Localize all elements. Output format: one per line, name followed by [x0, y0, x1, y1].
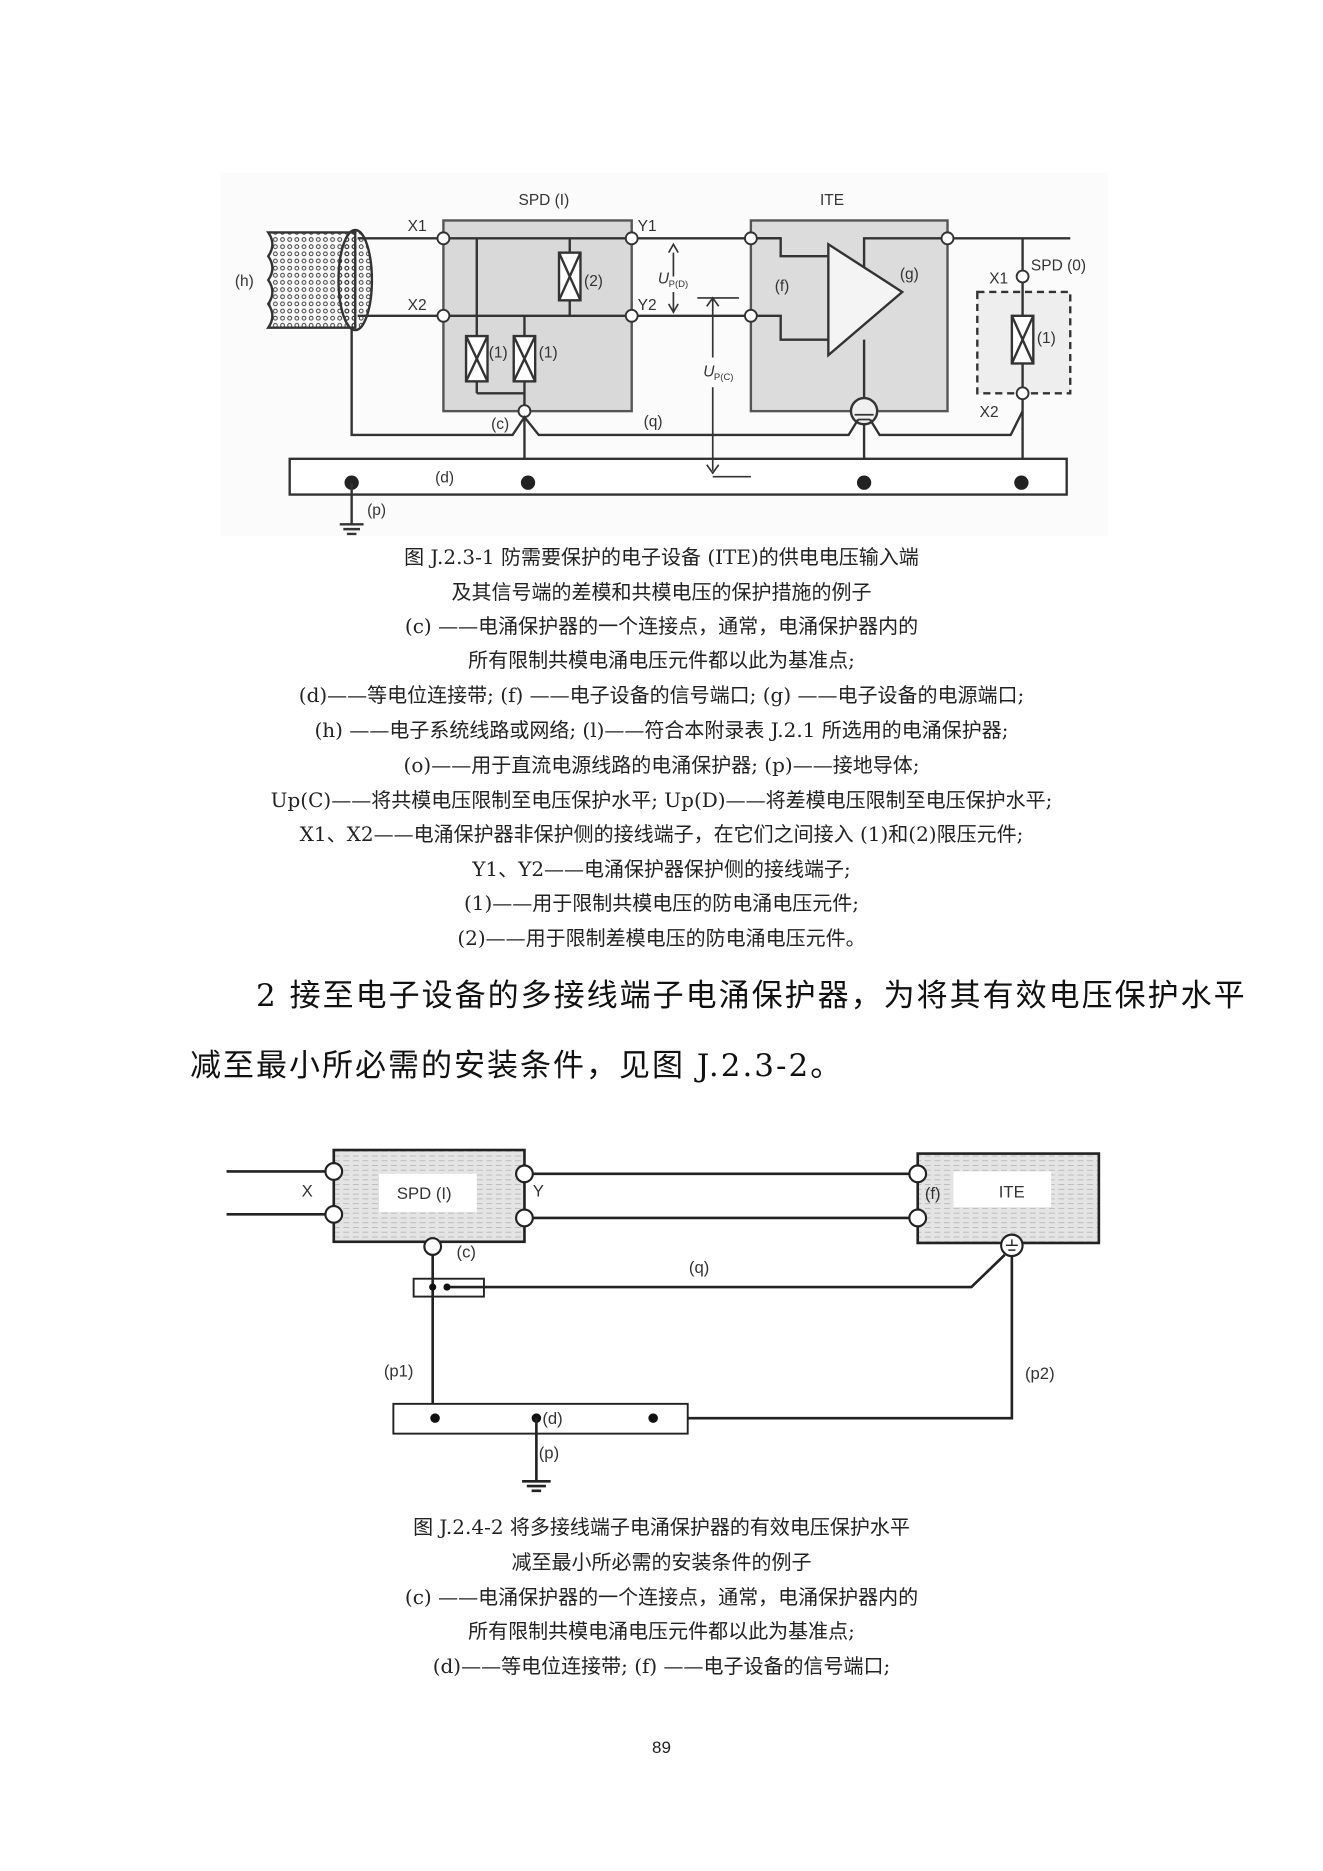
- label-p1: (p1): [384, 1361, 414, 1380]
- figure-1-legend-line: (d)——等电位连接带; (f) ——电子设备的信号端口; (g) ——电子设备…: [298, 683, 1025, 707]
- label-q-2: (q): [689, 1258, 709, 1277]
- label-spd-i: SPD (I): [518, 192, 569, 209]
- label-spd-o-x1: X1: [989, 271, 1008, 288]
- label-p: (p): [367, 502, 386, 519]
- figure-1-caption-title: 图 J.2.3-1 防需要保护的电子设备 (ITE)的供电电压输入端: [404, 545, 919, 569]
- figure-2-legend-line: 所有限制共模电涌电压元件都以此为基准点;: [468, 1619, 855, 1643]
- label-x1: X1: [408, 218, 427, 235]
- figure-1-legend-line: X1、X2——电涌保护器非保护侧的接线端子，在它们之间接入 (1)和(2)限压元…: [299, 822, 1024, 846]
- page-number: 89: [652, 1738, 671, 1757]
- figure-1-legend-line: Up(C)——将共模电压限制至电压保护水平; Up(D)——将差模电压限制至电压…: [270, 788, 1053, 812]
- varistor-2: [557, 251, 582, 302]
- label-f-2: (f): [925, 1184, 941, 1203]
- label-p2: (p2): [1025, 1364, 1055, 1383]
- body-paragraph-line: 减至最小所必需的安装条件，见图 J.2.3-2。: [190, 1048, 844, 1084]
- label-1b: (1): [539, 345, 558, 362]
- label-1a: (1): [489, 345, 508, 362]
- figure-2-legend-line: (d)——等电位连接带; (f) ——电子设备的信号端口;: [432, 1654, 891, 1678]
- figure-1-legend-line: (c) ——电涌保护器的一个连接点，通常，电涌保护器内的: [404, 614, 919, 638]
- equipotential-bar: [288, 457, 1068, 496]
- amplifier-symbol: [827, 242, 905, 358]
- label-ite: ITE: [820, 192, 844, 209]
- label-d-2: (d): [542, 1409, 562, 1428]
- figure-2-caption-title: 图 J.2.4-2 将多接线端子电涌保护器的有效电压保护水平: [413, 1515, 910, 1539]
- label-upc: U: [703, 364, 715, 381]
- label-y: Y: [533, 1181, 544, 1200]
- label-spd-i-2: SPD (I): [397, 1184, 452, 1203]
- figure-1-legend-line: 所有限制共模电涌电压元件都以此为基准点;: [468, 648, 855, 672]
- figure-1-legend-line: (2)——用于限制差模电压的防电涌电压元件。: [457, 926, 866, 950]
- figure-1-diagram: [220, 172, 1109, 537]
- terminals: [436, 231, 955, 419]
- label-y1: Y1: [638, 218, 657, 235]
- label-p-2: (p): [539, 1444, 559, 1463]
- body-paragraph-line: 2 接至电子设备的多接线端子电涌保护器，为将其有效电压保护水平: [256, 978, 1247, 1014]
- figure-1-legend-line: Y1、Y2——电涌保护器保护侧的接线端子;: [472, 857, 851, 881]
- figure-1-labels: SPD (I) ITE X1 X2 Y1 Y2 (h) (2) (1) (1) …: [235, 192, 1086, 519]
- label-x2: X2: [408, 297, 427, 314]
- varistor-1b: [512, 334, 537, 383]
- label-spd-o: SPD (0): [1031, 258, 1086, 275]
- label-q: (q): [644, 414, 663, 431]
- figure-2-legend-line: (c) ——电涌保护器的一个连接点，通常，电涌保护器内的: [404, 1585, 919, 1609]
- varistor-1a: [464, 334, 489, 383]
- label-spd-o-1: (1): [1037, 330, 1056, 347]
- label-ite-2: ITE: [999, 1183, 1025, 1202]
- label-upd: U: [658, 271, 670, 288]
- label-x: X: [302, 1181, 313, 1200]
- figure-1-caption-title-2: 及其信号端的差模和共模电压的保护措施的例子: [451, 580, 872, 604]
- figure-1-legend-line: (1)——用于限制共模电压的防电涌电压元件;: [463, 891, 860, 915]
- figure-1-legend-line: (h) ——电子系统线路或网络; (l)——符合本附录表 J.2.1 所选用的电…: [314, 718, 1009, 742]
- figure-2-diagram: [226, 1148, 1101, 1493]
- label-c: (c): [491, 416, 509, 433]
- label-y2: Y2: [638, 297, 657, 314]
- label-c-2: (c): [457, 1242, 476, 1261]
- label-g: (g): [900, 266, 919, 283]
- label-2: (2): [584, 273, 603, 290]
- figure-2-caption-title-2: 减至最小所必需的安装条件的例子: [511, 1550, 812, 1574]
- label-upc-sub: P(C): [714, 372, 734, 383]
- label-h: (h): [235, 273, 254, 290]
- ground-symbol: [849, 396, 879, 426]
- label-spd-o-x2: X2: [980, 404, 999, 421]
- figure-2-labels: X SPD (I) Y (f) ITE (c) (q) (p1) (p2) (d…: [302, 1181, 1055, 1462]
- label-upd-sub: P(D): [669, 279, 689, 290]
- label-d: (d): [435, 470, 454, 487]
- label-f: (f): [775, 278, 790, 295]
- cable-h: [265, 228, 374, 332]
- figure-1-legend-line: (o)——用于直流电源线路的电涌保护器; (p)——接地导体;: [403, 753, 920, 777]
